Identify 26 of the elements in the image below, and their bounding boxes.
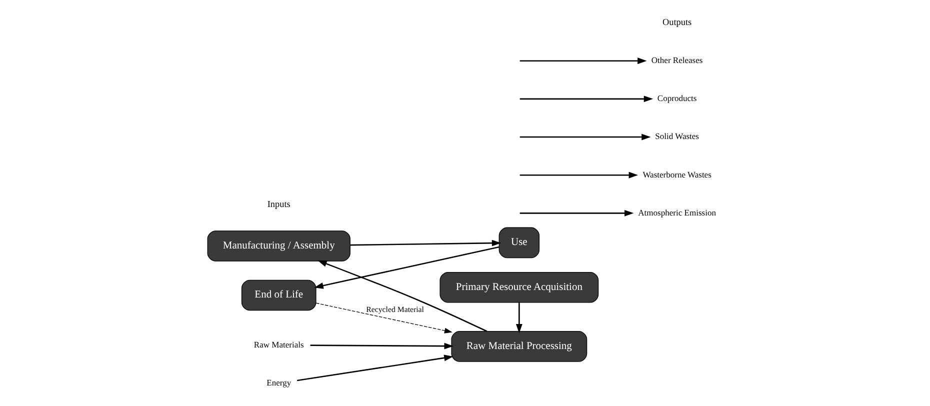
arrow (314, 246, 500, 289)
node-text: Raw Materials (254, 339, 304, 350)
node-box: Use (498, 227, 540, 258)
arrow (310, 342, 454, 350)
arrow (316, 302, 452, 334)
arrow (520, 96, 654, 102)
node-text: Solid Wastes (655, 131, 700, 142)
node-text: Atmospheric Emission (638, 207, 716, 218)
node-text: Coproducts (657, 93, 697, 104)
node-box: Manufacturing / Assembly (207, 230, 350, 262)
arrow (520, 134, 651, 140)
node-box: End of Life (241, 280, 316, 311)
arrow (318, 260, 488, 332)
node-text: Other Releases (651, 55, 703, 66)
node-text: Energy (266, 377, 292, 388)
label: Outputs (662, 17, 692, 28)
arrow (516, 302, 522, 334)
label: Inputs (267, 199, 290, 210)
arrow (520, 172, 638, 178)
arrow (297, 354, 454, 382)
node-box: Primary Resource Acquisition (440, 272, 599, 303)
arrow (520, 58, 647, 64)
node-text: Wasterborne Wastes (642, 169, 712, 180)
arrow (350, 240, 502, 246)
node-box: Raw Material Processing (451, 331, 588, 362)
arrow (520, 210, 634, 216)
